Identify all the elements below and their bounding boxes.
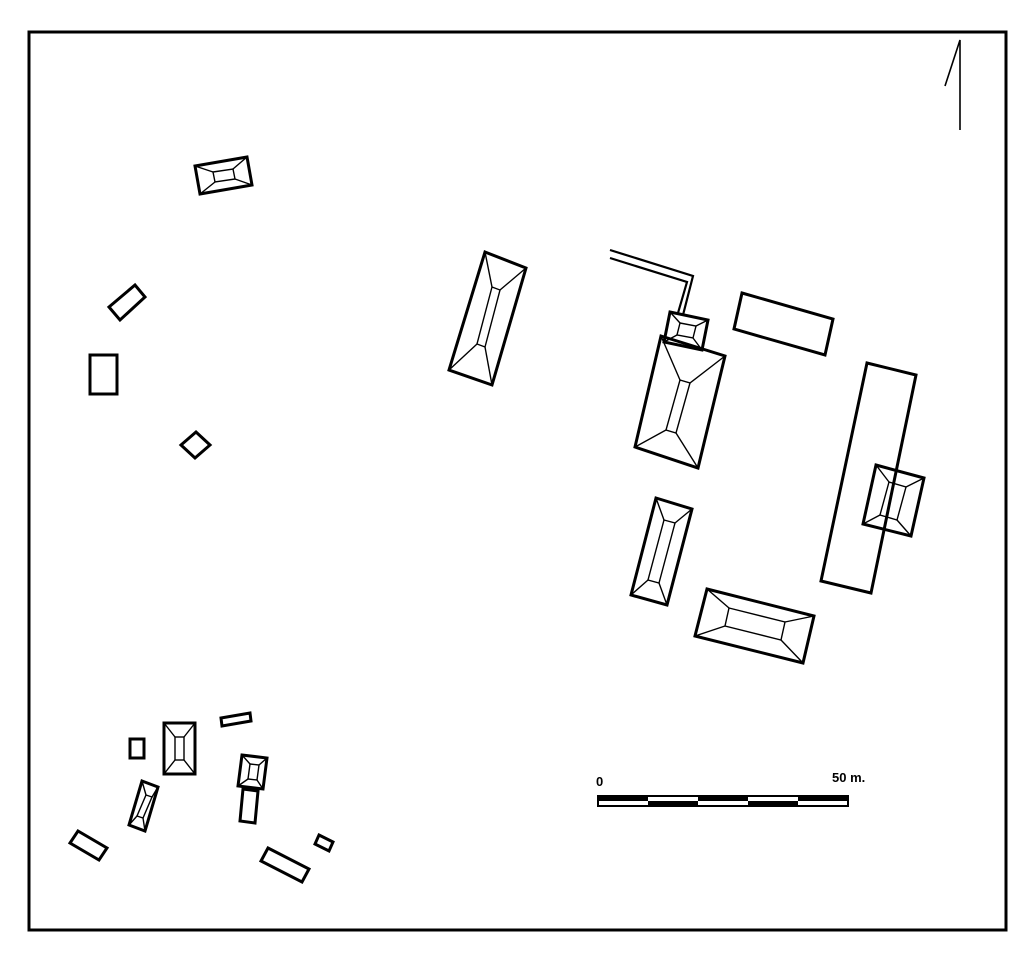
flat-roof-building-ne [732,291,835,357]
hip-roof-building-east-gate [861,463,926,538]
scale-label-start: 0 [596,774,603,789]
small-building-sw5 [258,845,312,885]
small-building-sw1 [128,737,146,760]
small-building-w3 [178,429,213,461]
long-colonnade-east [819,361,918,595]
hip-roof-building-sw3 [127,779,160,833]
scale-bar: 0 50 m. [596,770,865,807]
small-building-sw6 [313,832,335,854]
small-building-sw2 [219,711,253,728]
small-building-sw3 [238,787,260,825]
small-building-w2 [88,353,119,396]
hip-roof-building-south [693,587,816,665]
hip-roof-building-sw2 [236,753,269,791]
small-building-w1 [106,282,148,323]
hip-roof-building-sw1 [162,721,197,776]
hip-roof-building-long-west [447,250,528,387]
main-hall [633,334,727,470]
enclosure-wall [609,248,695,316]
map-frame [27,30,1008,932]
hip-roof-building-south-west [629,496,694,607]
north-arrow-icon [944,39,961,130]
small-building-sw4 [67,828,110,863]
hip-roof-building-nw [193,155,254,196]
scale-label-end: 50 m. [832,770,865,785]
